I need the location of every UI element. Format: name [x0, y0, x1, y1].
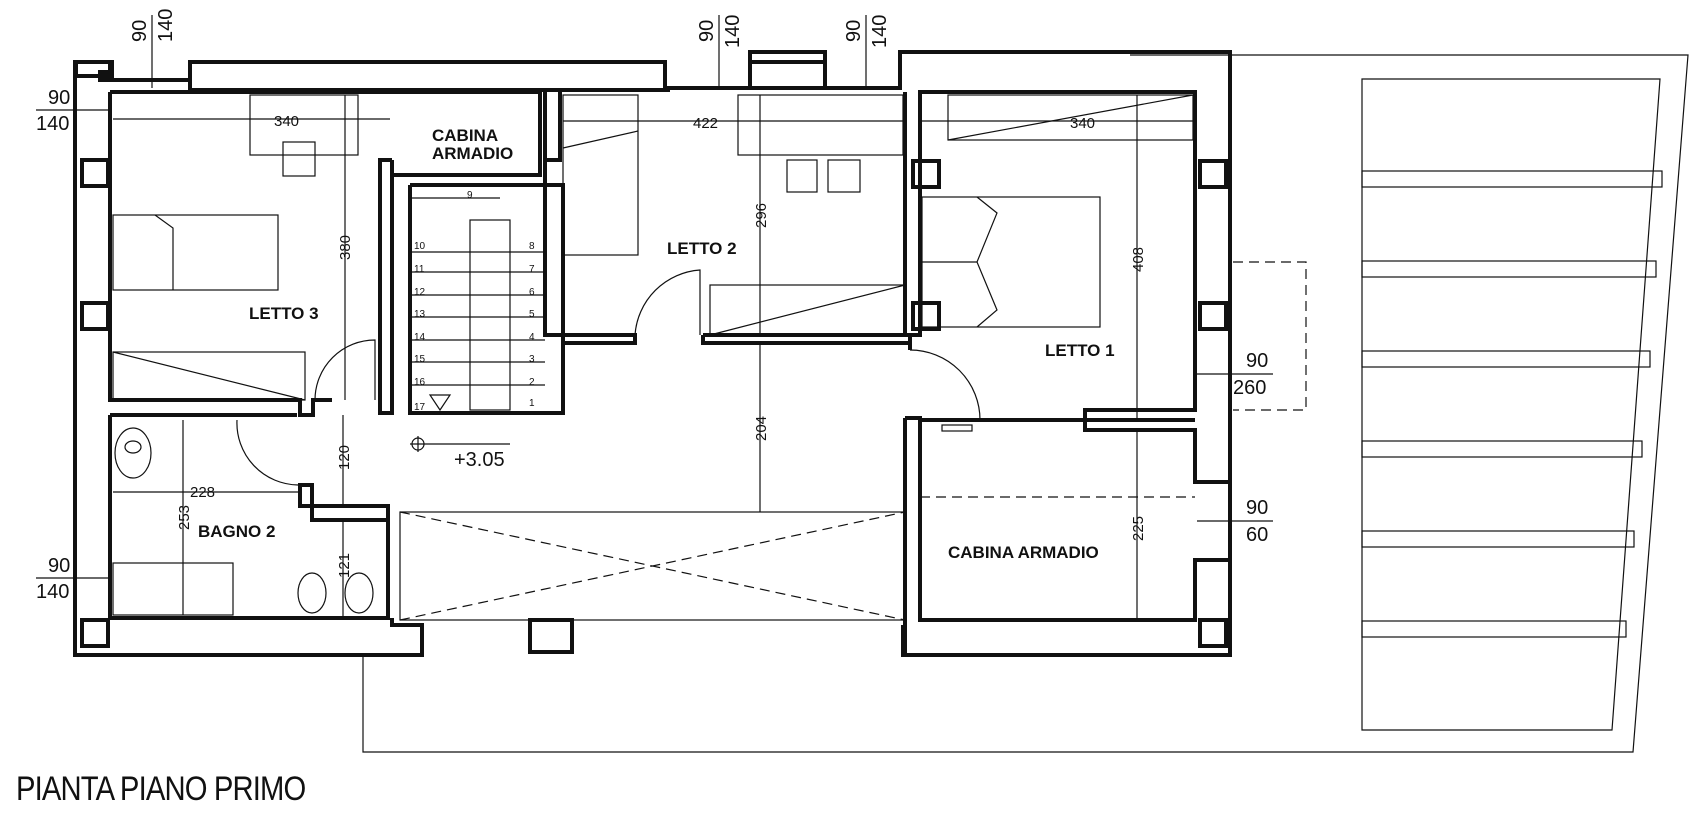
furniture — [112, 94, 1194, 616]
level-marker: +3.05 — [410, 436, 510, 471]
room-label-letto3: LETTO 3 — [249, 304, 319, 323]
window-right2-a: 90 — [1246, 497, 1268, 519]
svg-text:9: 9 — [467, 190, 473, 201]
window-top3-a: 90 — [843, 20, 865, 42]
room-label-letto1: LETTO 1 — [1045, 341, 1115, 360]
plan-title: PIANTA PIANO PRIMO — [16, 770, 306, 808]
svg-text:16: 16 — [414, 377, 426, 388]
window-right1-b: 260 — [1233, 377, 1266, 399]
stair-numbers: 1 2 3 4 5 6 7 8 9 10 11 12 13 14 15 16 1… — [414, 190, 535, 413]
window-top1-a: 90 — [129, 20, 151, 42]
svg-text:15: 15 — [414, 354, 426, 365]
dim-w-letto1: 340 — [1070, 115, 1095, 132]
svg-text:12: 12 — [414, 287, 426, 298]
window-right1-a: 90 — [1246, 350, 1268, 372]
svg-text:4: 4 — [529, 332, 535, 343]
terrace-slats — [1361, 78, 1663, 731]
svg-text:11: 11 — [414, 264, 425, 275]
dim-h-cabina: 225 — [1130, 516, 1147, 541]
window-left2-a: 90 — [48, 555, 70, 577]
dim-h-letto3: 380 — [337, 235, 354, 260]
window-top2-b: 140 — [722, 15, 744, 48]
dim-h-gap: 120 — [336, 445, 353, 470]
inner-walls — [108, 50, 1230, 655]
site-boundary — [362, 54, 1689, 753]
dim-h-letto1: 408 — [1130, 247, 1147, 272]
room-label-letto2: LETTO 2 — [667, 239, 737, 258]
dim-h-bagno: 253 — [176, 505, 193, 530]
window-top2-a: 90 — [696, 20, 718, 42]
svg-text:6: 6 — [529, 287, 535, 298]
svg-text:7: 7 — [529, 264, 535, 275]
window-labels: 90 140 90 140 90 140 90 140 90 140 90 26… — [36, 9, 1273, 603]
dim-h-corridor: 204 — [753, 416, 770, 441]
level-text: +3.05 — [454, 449, 505, 471]
dimension-lines — [113, 95, 1193, 620]
svg-text:1: 1 — [529, 398, 535, 409]
room-label-bagno2: BAGNO 2 — [198, 522, 275, 541]
window-left2-b: 140 — [36, 581, 69, 603]
room-label-cabina-top-2: ARMADIO — [432, 144, 513, 163]
svg-text:14: 14 — [414, 332, 426, 343]
room-label-cabina-top-1: CABINA — [432, 126, 498, 145]
svg-text:10: 10 — [414, 241, 426, 252]
window-left1-a: 90 — [48, 87, 70, 109]
window-right2-b: 60 — [1246, 524, 1268, 546]
svg-text:3: 3 — [529, 354, 535, 365]
svg-text:2: 2 — [529, 377, 535, 388]
dim-w-letto3: 340 — [274, 113, 299, 130]
window-left1-b: 140 — [36, 113, 69, 135]
dim-w-letto2: 422 — [693, 115, 718, 132]
svg-text:5: 5 — [529, 309, 535, 320]
window-top1-b: 140 — [155, 9, 177, 42]
structural-columns — [80, 158, 1228, 648]
void-area — [399, 261, 1307, 621]
room-label-cabina-armadio: CABINA ARMADIO — [948, 543, 1099, 562]
dim-h-wc: 121 — [336, 553, 353, 578]
svg-text:8: 8 — [529, 241, 535, 252]
window-top3-b: 140 — [869, 15, 891, 48]
svg-text:13: 13 — [414, 309, 426, 320]
doors — [236, 269, 981, 486]
svg-text:17: 17 — [414, 402, 426, 413]
dim-h-letto2: 296 — [753, 203, 770, 228]
dim-w-bagno: 228 — [190, 484, 215, 501]
